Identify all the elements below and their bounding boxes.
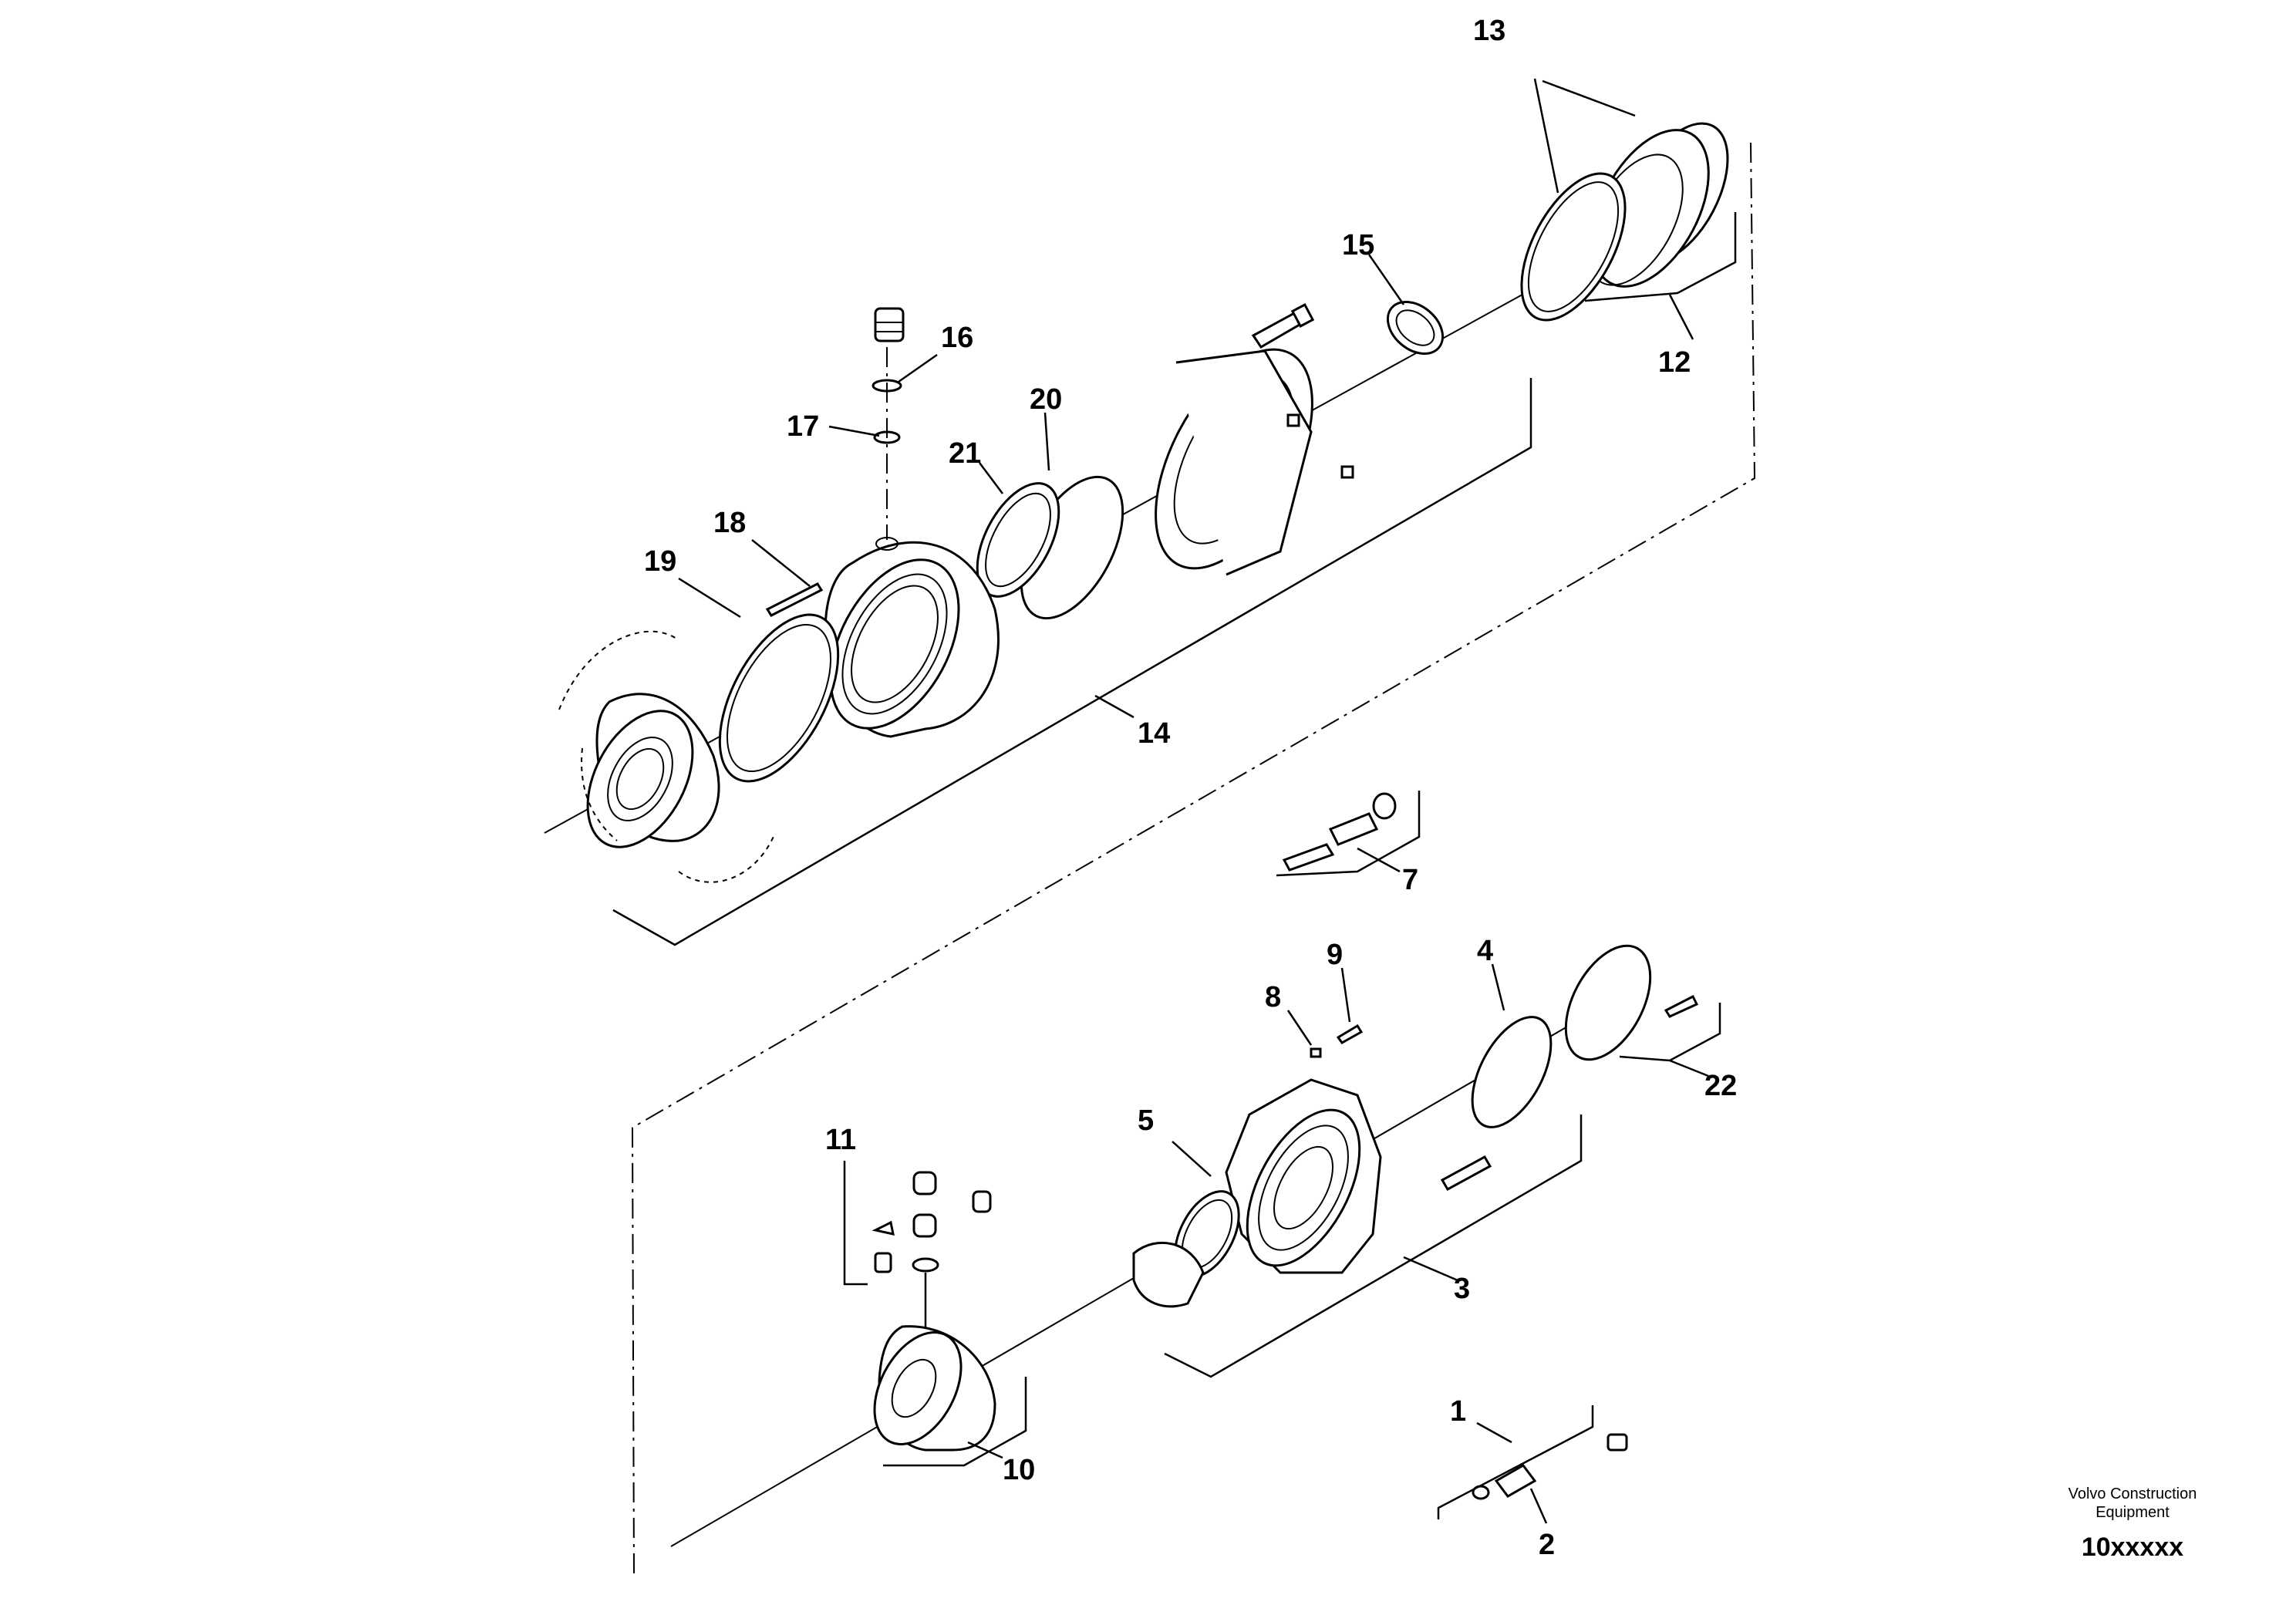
part-3-motor-housing [1225,1078,1492,1274]
leader-10 [967,1441,1003,1459]
bracket-22 [1619,1003,1721,1062]
leader-18 [751,539,811,587]
leader-13a [1533,78,1559,194]
leader-12 [1668,294,1694,340]
part-18-pin [765,582,824,617]
part-1-fitting [1494,1433,1628,1498]
leader-4 [1491,963,1505,1011]
bracket-11 [843,1161,868,1286]
leader-15 [1367,254,1405,305]
leader-19 [678,577,741,619]
part-16-plug [872,307,905,393]
callout-18: 18 [713,507,746,539]
lower-center-axis [670,1011,1593,1547]
part-19-ring [718,613,840,783]
callout-1: 1 [1450,1395,1466,1428]
callout-11: 11 [825,1124,856,1156]
part-22-cover [1564,944,1699,1061]
leader-16 [898,353,938,383]
callout-19: 19 [644,545,676,578]
callout-17: 17 [787,410,819,443]
part-7-pins [1282,792,1397,872]
brand-line-1: Volvo Construction [2068,1485,2197,1502]
callout-15: 15 [1342,229,1374,261]
callout-2: 2 [1539,1529,1555,1561]
callout-12: 12 [1658,346,1691,379]
callout-7: 7 [1402,864,1418,896]
bracket-12 [1584,212,1737,302]
leader-14 [1094,694,1135,719]
bracket-7 [1276,791,1421,877]
callout-14: 14 [1138,717,1170,750]
part-drum-housing [824,537,1000,738]
callout-10: 10 [1003,1454,1035,1486]
part-12-13-end-cover [1520,122,1729,322]
callout-16: 16 [941,322,973,354]
bracket-1 [1437,1405,1594,1519]
part-9-screw [1336,1023,1364,1044]
leader-8 [1286,1010,1313,1046]
leader-7 [1357,847,1401,873]
callout-20: 20 [1030,383,1062,416]
roller-chain [558,630,776,883]
callout-4: 4 [1477,935,1493,967]
callout-9: 9 [1327,939,1343,971]
part-4-o-ring [1471,1016,1553,1128]
leader-21 [979,462,1003,494]
leader-13b [1542,79,1636,117]
leader-1 [1476,1421,1512,1444]
part-15-seal [1386,301,1445,355]
assembly-frame-dashed [631,142,1756,1574]
callout-13: 13 [1473,15,1505,47]
bracket-3 [1164,1114,1583,1378]
bracket-10 [883,1377,1027,1467]
part-8-washer [1310,1047,1322,1058]
leader-22 [1669,1059,1709,1077]
part-10-carrier [873,1325,996,1452]
leader-9 [1340,967,1351,1023]
brand-line-2: Equipment [2095,1504,2170,1521]
part-output-hub [586,693,720,848]
leader-3 [1403,1256,1458,1282]
part-5-bearing [1132,1190,1240,1308]
callout-21: 21 [949,437,981,470]
leader-2 [1529,1488,1548,1524]
callout-5: 5 [1138,1104,1154,1137]
leader-20 [1043,412,1050,471]
leader-17 [828,425,880,437]
part-flange-housing [1155,303,1354,576]
bracket-14 [612,378,1532,946]
callout-8: 8 [1265,981,1281,1013]
callout-22: 22 [1704,1070,1737,1102]
part-11-small-parts [872,1171,992,1273]
drawing-code: 10xxxxx [2082,1533,2183,1562]
callout-3: 3 [1454,1273,1470,1305]
leader-5 [1172,1141,1212,1177]
